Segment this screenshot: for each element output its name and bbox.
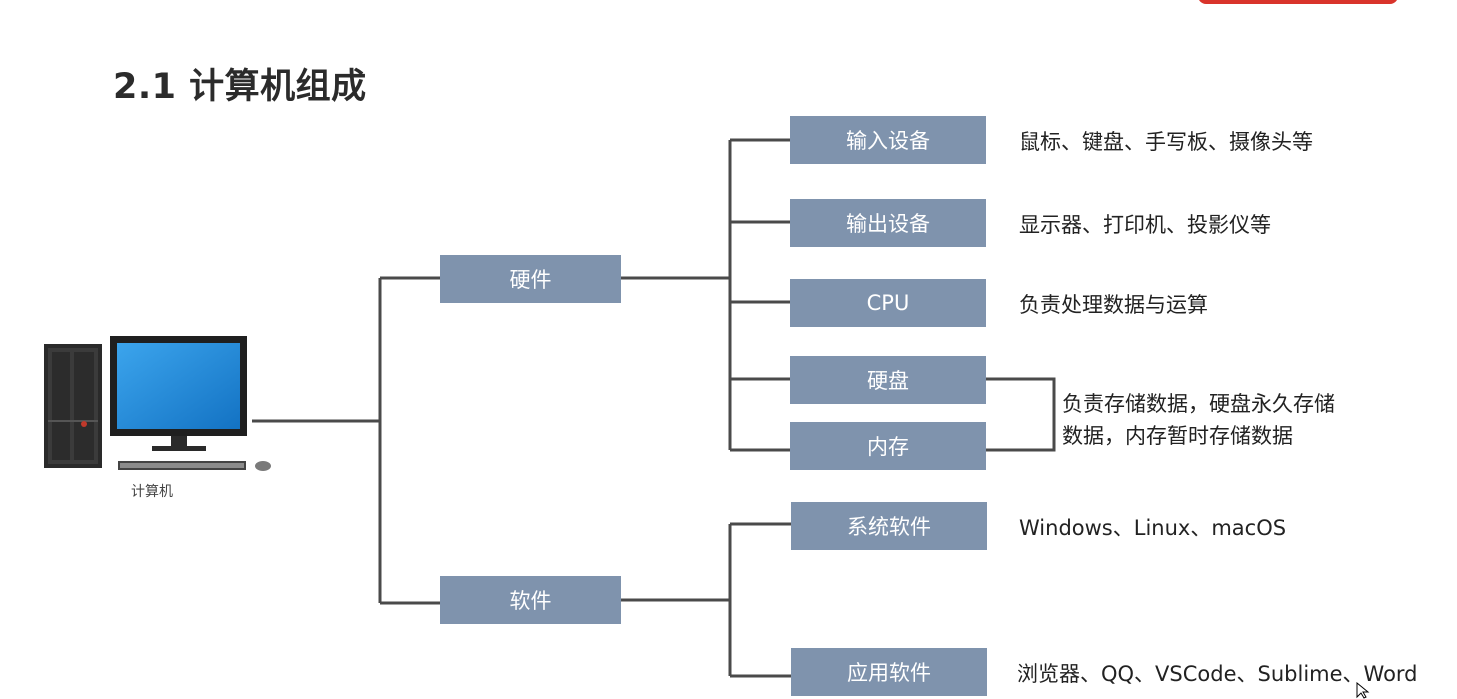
computer-label: 计算机 <box>131 484 173 500</box>
item-system-software: 系统软件 <box>791 502 987 550</box>
desc-system-software: Windows、Linux、macOS <box>1019 516 1287 540</box>
category-hardware: 硬件 <box>440 255 621 303</box>
desc-output-devices: 显示器、打印机、投影仪等 <box>1019 213 1271 237</box>
desc-storage: 负责存储数据，硬盘永久存储数据，内存暂时存储数据 <box>1062 392 1335 448</box>
item-application-software: 应用软件 <box>791 648 987 696</box>
desktop-computer-icon <box>44 336 271 471</box>
item-memory: 内存 <box>790 422 986 470</box>
item-output-devices: 输出设备 <box>790 199 986 247</box>
category-software: 软件 <box>440 576 621 624</box>
mouse-cursor-icon <box>1356 682 1370 699</box>
storage-bracket <box>986 377 1056 452</box>
slide-title: 2.1 计算机组成 <box>113 67 367 107</box>
desc-input-devices: 鼠标、键盘、手写板、摄像头等 <box>1019 130 1313 154</box>
item-hard-disk: 硬盘 <box>790 356 986 404</box>
desc-application-software: 浏览器、QQ、VSCode、Sublime、Word <box>1017 662 1418 686</box>
item-input-devices: 输入设备 <box>790 116 986 164</box>
item-cpu: CPU <box>790 279 986 327</box>
desc-cpu: 负责处理数据与运算 <box>1019 293 1208 317</box>
top-accent-bar <box>1198 0 1398 4</box>
